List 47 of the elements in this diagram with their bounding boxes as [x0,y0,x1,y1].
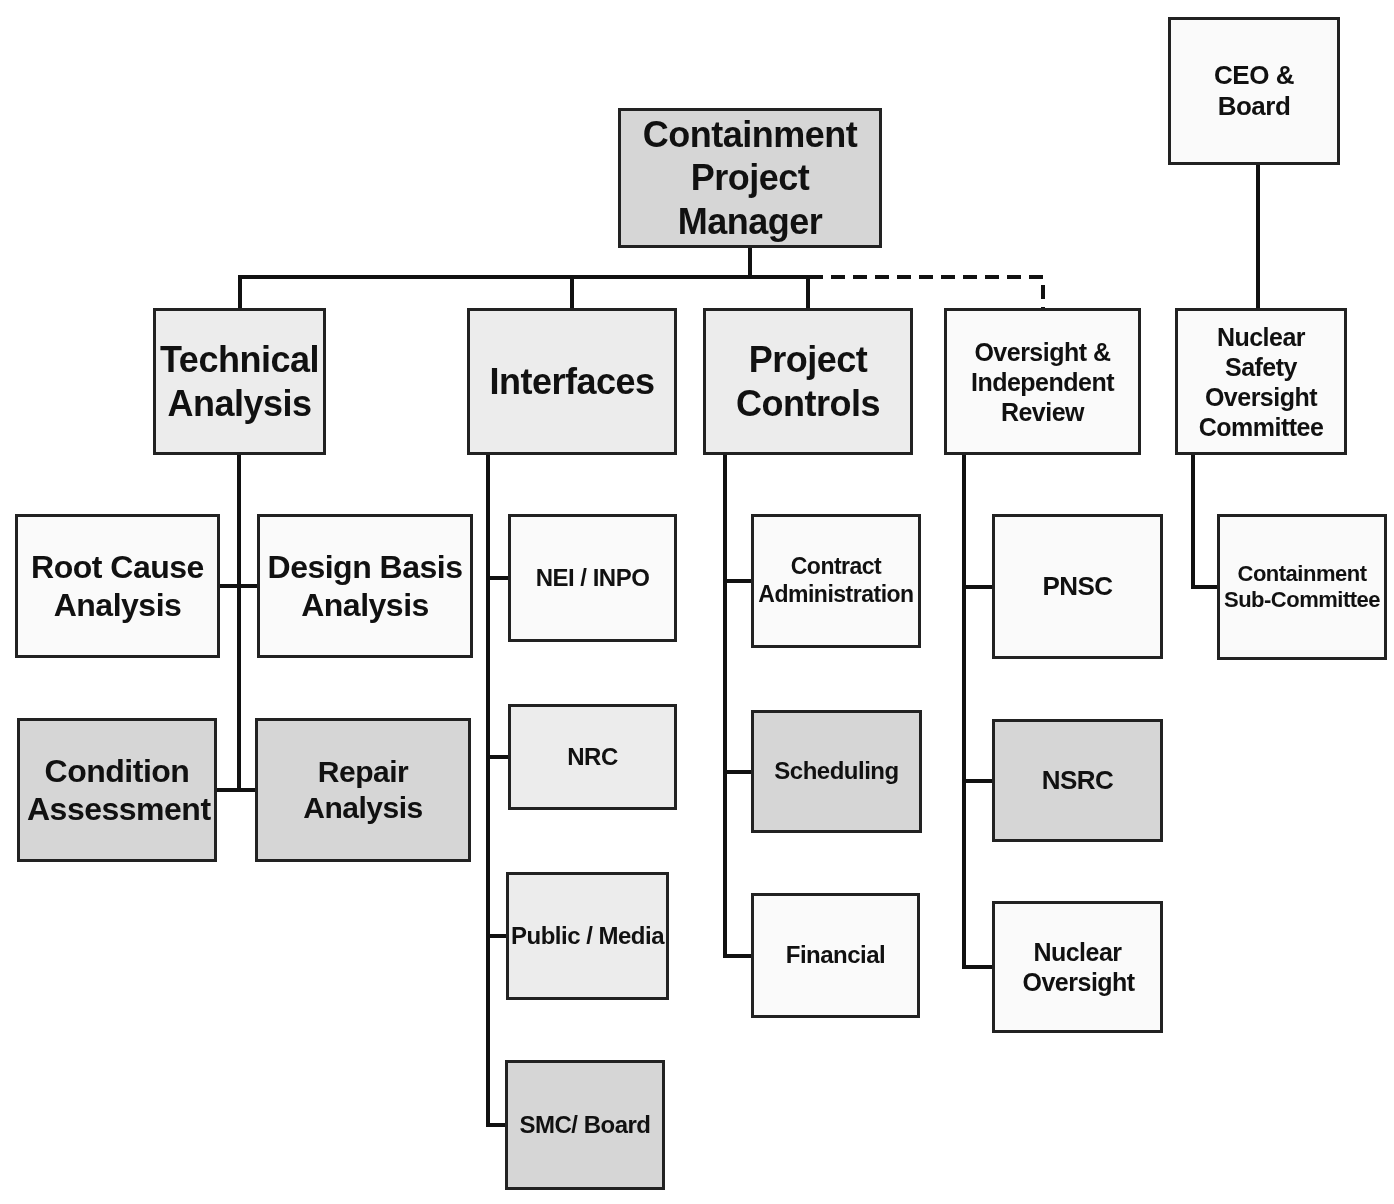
org-box [255,718,471,862]
connector-line [723,455,751,958]
org-box [257,514,473,658]
box-label: SMC/ Board [519,1110,651,1140]
org-box [1168,17,1340,165]
org-box [15,514,220,658]
box-label: Financial [785,941,886,970]
box-label: Project Controls [735,338,881,425]
box-label: Public / Media [511,921,664,951]
box-label: Interfaces [489,359,655,404]
org-box [506,872,669,1000]
org-box [508,514,677,642]
org-box [1175,308,1347,455]
org-box [618,108,882,248]
org-box [17,718,217,862]
box-label: NSRC [1041,764,1114,797]
box-label: PNSC [1042,570,1113,603]
org-box [703,308,913,455]
org-box [153,308,326,455]
box-label: Contract Administration [757,553,915,609]
org-box [467,308,677,455]
org-box [751,710,922,833]
connector-line [1256,165,1260,308]
org-box [1217,514,1387,660]
org-box [505,1060,665,1190]
box-label: NRC [567,742,618,772]
org-box [992,719,1163,842]
box-label: Root Cause Analysis [30,547,205,625]
box-label: Repair Analysis [302,754,424,826]
org-box [751,514,921,648]
org-box [992,901,1163,1033]
org-box [944,308,1141,455]
org-box [751,893,920,1018]
box-label: Containment Sub-Committee [1222,560,1382,614]
box-label: Oversight & Independent Review [969,336,1116,427]
connector-line [962,455,992,969]
box-label: Nuclear Safety Oversight Committee [1197,321,1325,442]
org-box [508,704,677,810]
box-label: Scheduling [774,757,899,786]
box-label: NEI / INPO [535,563,650,593]
box-label: Design Basis Analysis [266,547,464,625]
connector-line [1191,455,1217,589]
org-box [992,514,1163,659]
box-label: Technical Analysis [159,338,320,425]
box-label: Nuclear Oversight [1022,937,1133,997]
box-label: Containment Project Manager [641,113,859,243]
box-label: CEO & Board [1213,59,1295,123]
